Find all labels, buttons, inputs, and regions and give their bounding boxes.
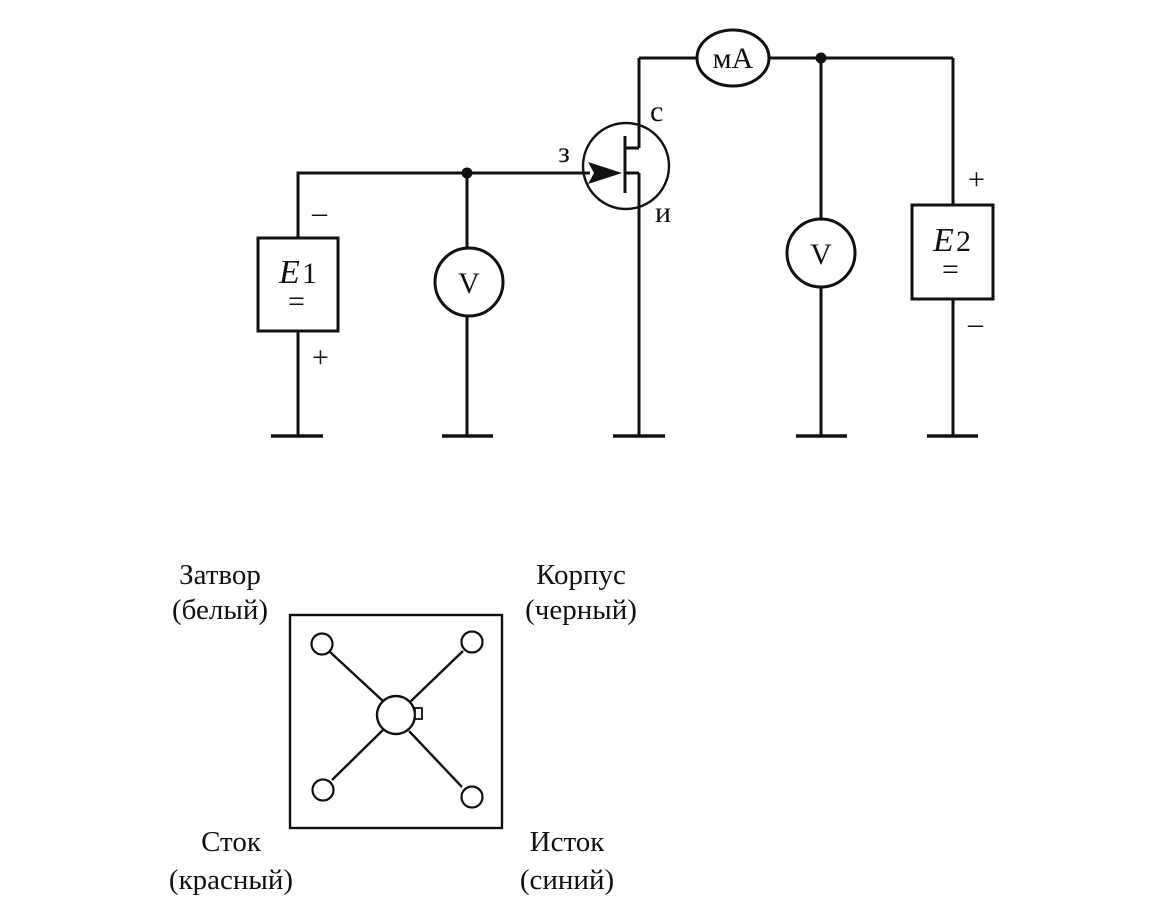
ammeter-label: мА xyxy=(713,42,754,75)
body-pin-name: Корпус xyxy=(536,559,626,591)
battery-e1-minus-sign: – xyxy=(311,196,328,229)
pin-leads xyxy=(329,650,464,788)
pinout-diagram: Затвор (белый) Корпус (черный) Сток (кра… xyxy=(169,559,637,896)
battery-e1: E 1 = xyxy=(256,236,340,333)
drain-voltmeter-label: V xyxy=(810,238,832,271)
battery-e2-plus-sign: + xyxy=(968,163,985,196)
body-pin xyxy=(460,630,484,654)
source-pin xyxy=(460,785,484,809)
package-key-tab xyxy=(414,707,423,720)
battery-e2-index: 2 xyxy=(956,225,971,258)
e1-branch-wire xyxy=(296,171,467,436)
drain-pin-color: (красный) xyxy=(169,864,293,896)
drain-pin-name: Сток xyxy=(201,826,262,858)
gate-terminal-label: з xyxy=(558,136,570,169)
gate-pin-name: Затвор xyxy=(179,559,261,591)
source-pin-color: (синий) xyxy=(520,864,614,896)
gate-pin-color: (белый) xyxy=(172,594,268,626)
ammeter: мА xyxy=(695,28,771,88)
source-pin-name: Исток xyxy=(530,826,606,858)
battery-e2: E 2 = xyxy=(910,203,995,301)
drain-voltmeter: V xyxy=(785,217,857,289)
battery-e2-dc-symbol: = xyxy=(942,253,959,286)
drain-pin xyxy=(311,778,335,802)
body-pin-color: (черный) xyxy=(525,594,637,626)
source-terminal-label: и xyxy=(655,196,671,229)
jfet-transistor xyxy=(581,58,671,436)
battery-e1-dc-symbol: = xyxy=(288,285,305,318)
gate-voltmeter-label: V xyxy=(458,267,480,300)
battery-e1-plus-sign: + xyxy=(312,341,329,374)
gate-arrow xyxy=(588,162,622,184)
battery-e2-minus-sign: – xyxy=(967,307,984,340)
drain-terminal-label: с xyxy=(650,95,663,128)
transistor-package-outline xyxy=(288,613,504,830)
battery-e1-index: 1 xyxy=(302,257,317,290)
circuit-schematic: E 1 = – + V з с и xyxy=(256,28,995,438)
battery-e1-name: E xyxy=(278,254,300,291)
gate-pin xyxy=(310,632,334,656)
battery-e2-name: E xyxy=(932,222,954,259)
gate-voltmeter: V xyxy=(433,246,505,318)
package-center xyxy=(375,694,417,736)
